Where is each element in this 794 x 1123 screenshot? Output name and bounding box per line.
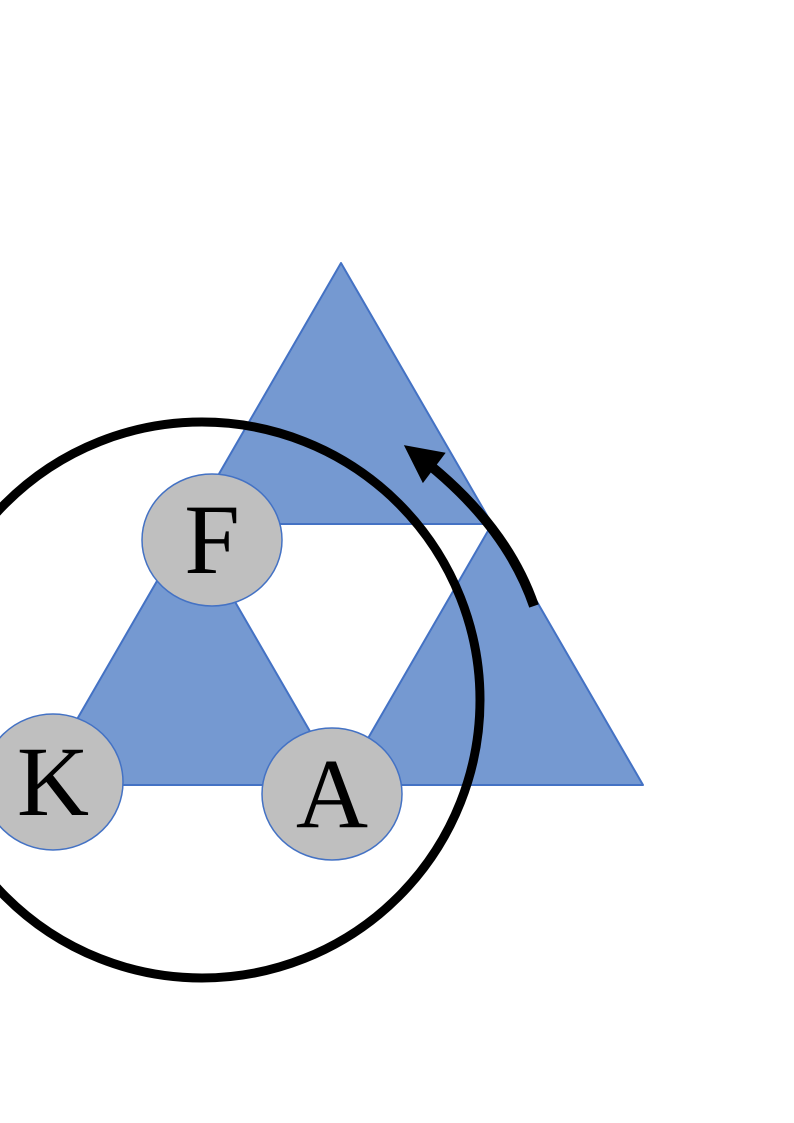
annotation-circle — [0, 417, 485, 983]
node-a-label: A — [296, 738, 368, 849]
node-k-shape — [0, 713, 124, 851]
node-a: A — [261, 727, 403, 861]
annotation-arrow — [403, 445, 539, 608]
node-k-label: K — [17, 726, 89, 837]
triangle-bottom-right — [340, 523, 644, 786]
node-k: K — [0, 713, 124, 851]
node-a-shape — [261, 727, 403, 861]
node-f-shape — [141, 473, 283, 607]
node-f-label: F — [184, 484, 240, 595]
triangle-bottom-left — [38, 523, 342, 786]
node-f: F — [141, 473, 283, 607]
